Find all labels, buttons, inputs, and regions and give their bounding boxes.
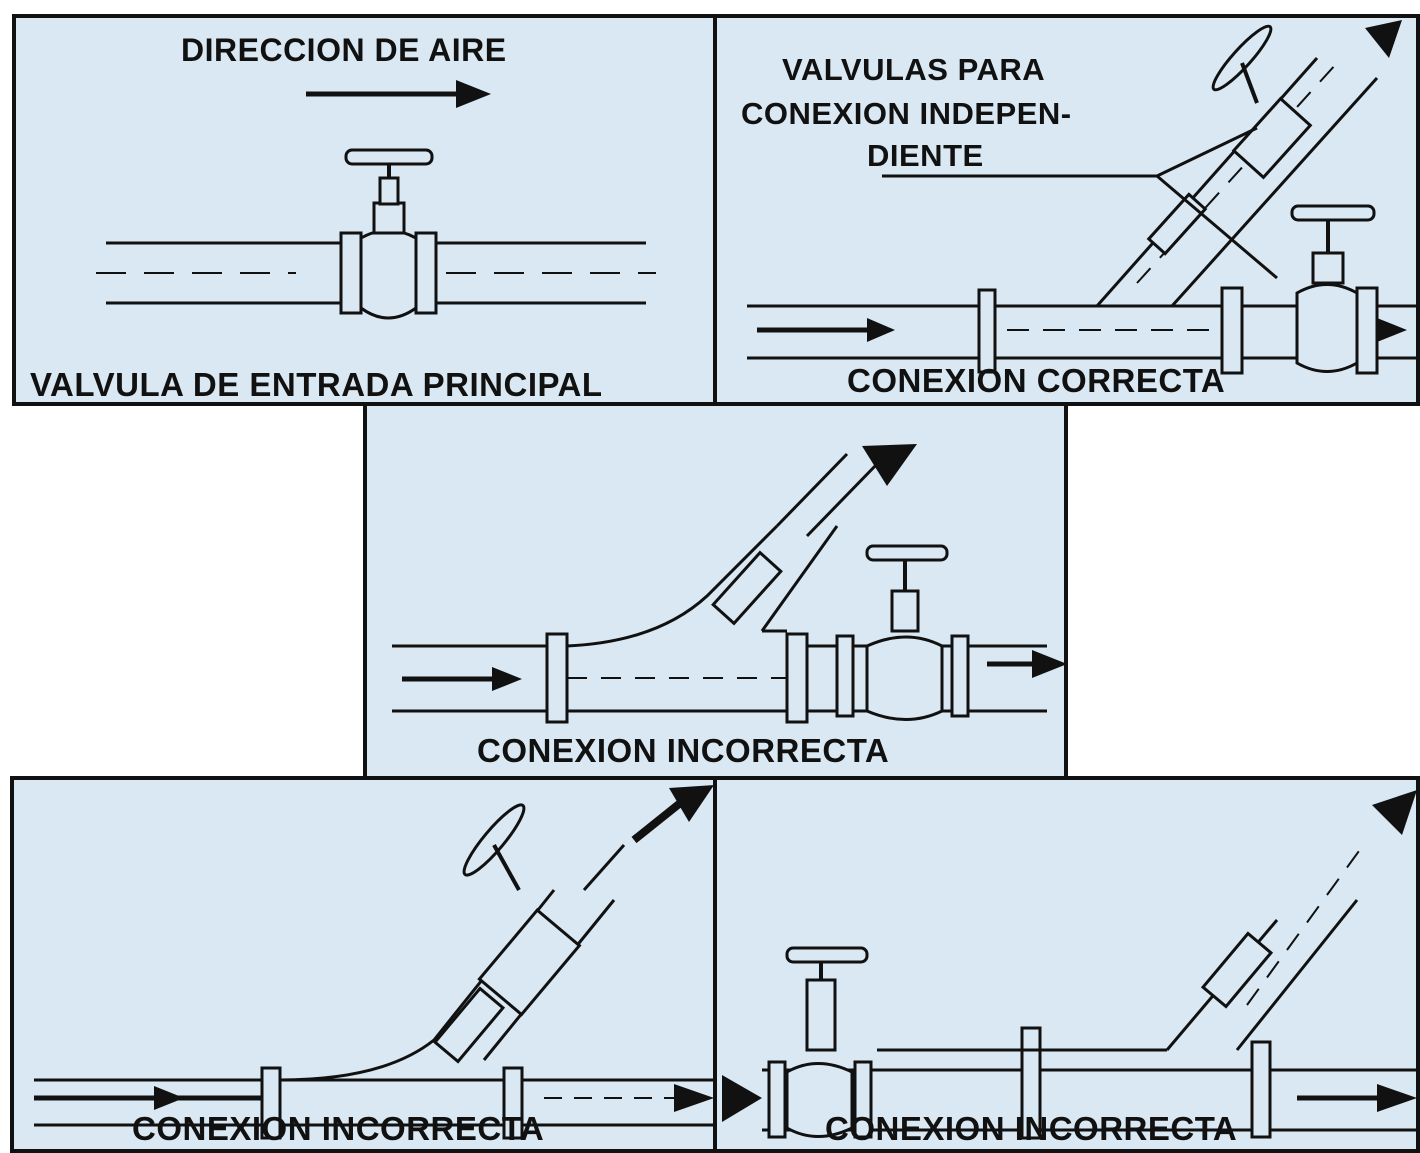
air-direction-title: DIRECCION DE AIRE: [181, 32, 507, 68]
correct-caption: CONEXION CORRECTA: [847, 362, 1226, 399]
callout-line-1: VALVULAS PARA: [782, 52, 1046, 87]
callout-line-3: DIENTE: [867, 138, 984, 173]
panel-incorrect-center: CONEXION INCORRECTA: [363, 402, 1068, 780]
panel-incorrect-right: CONEXION INCORRECTA: [713, 776, 1420, 1153]
incorrect-center-caption: CONEXION INCORRECTA: [477, 732, 890, 769]
incorrect-left-caption: CONEXION INCORRECTA: [132, 1110, 545, 1147]
incorrect-right-caption: CONEXION INCORRECTA: [825, 1110, 1238, 1147]
main-valve-diagram: [96, 80, 656, 320]
panel-main-valve: DIRECCION DE AIRE VALVULA DE ENTRADA PRI…: [12, 14, 717, 406]
correct-connection-diagram: [747, 20, 1416, 375]
panel-incorrect-left: CONEXION INCORRECTA: [10, 776, 717, 1153]
incorrect-center-diagram: [392, 444, 1064, 724]
incorrect-right-diagram: [722, 790, 1416, 1140]
callout-line-2: CONEXION INDEPEN-: [741, 96, 1072, 131]
panel-correct-connection: VALVULAS PARA CONEXION INDEPEN- DIENTE C…: [713, 14, 1420, 406]
main-valve-caption: VALVULA DE ENTRADA PRINCIPAL: [30, 366, 603, 403]
incorrect-left-diagram: [34, 785, 713, 1140]
